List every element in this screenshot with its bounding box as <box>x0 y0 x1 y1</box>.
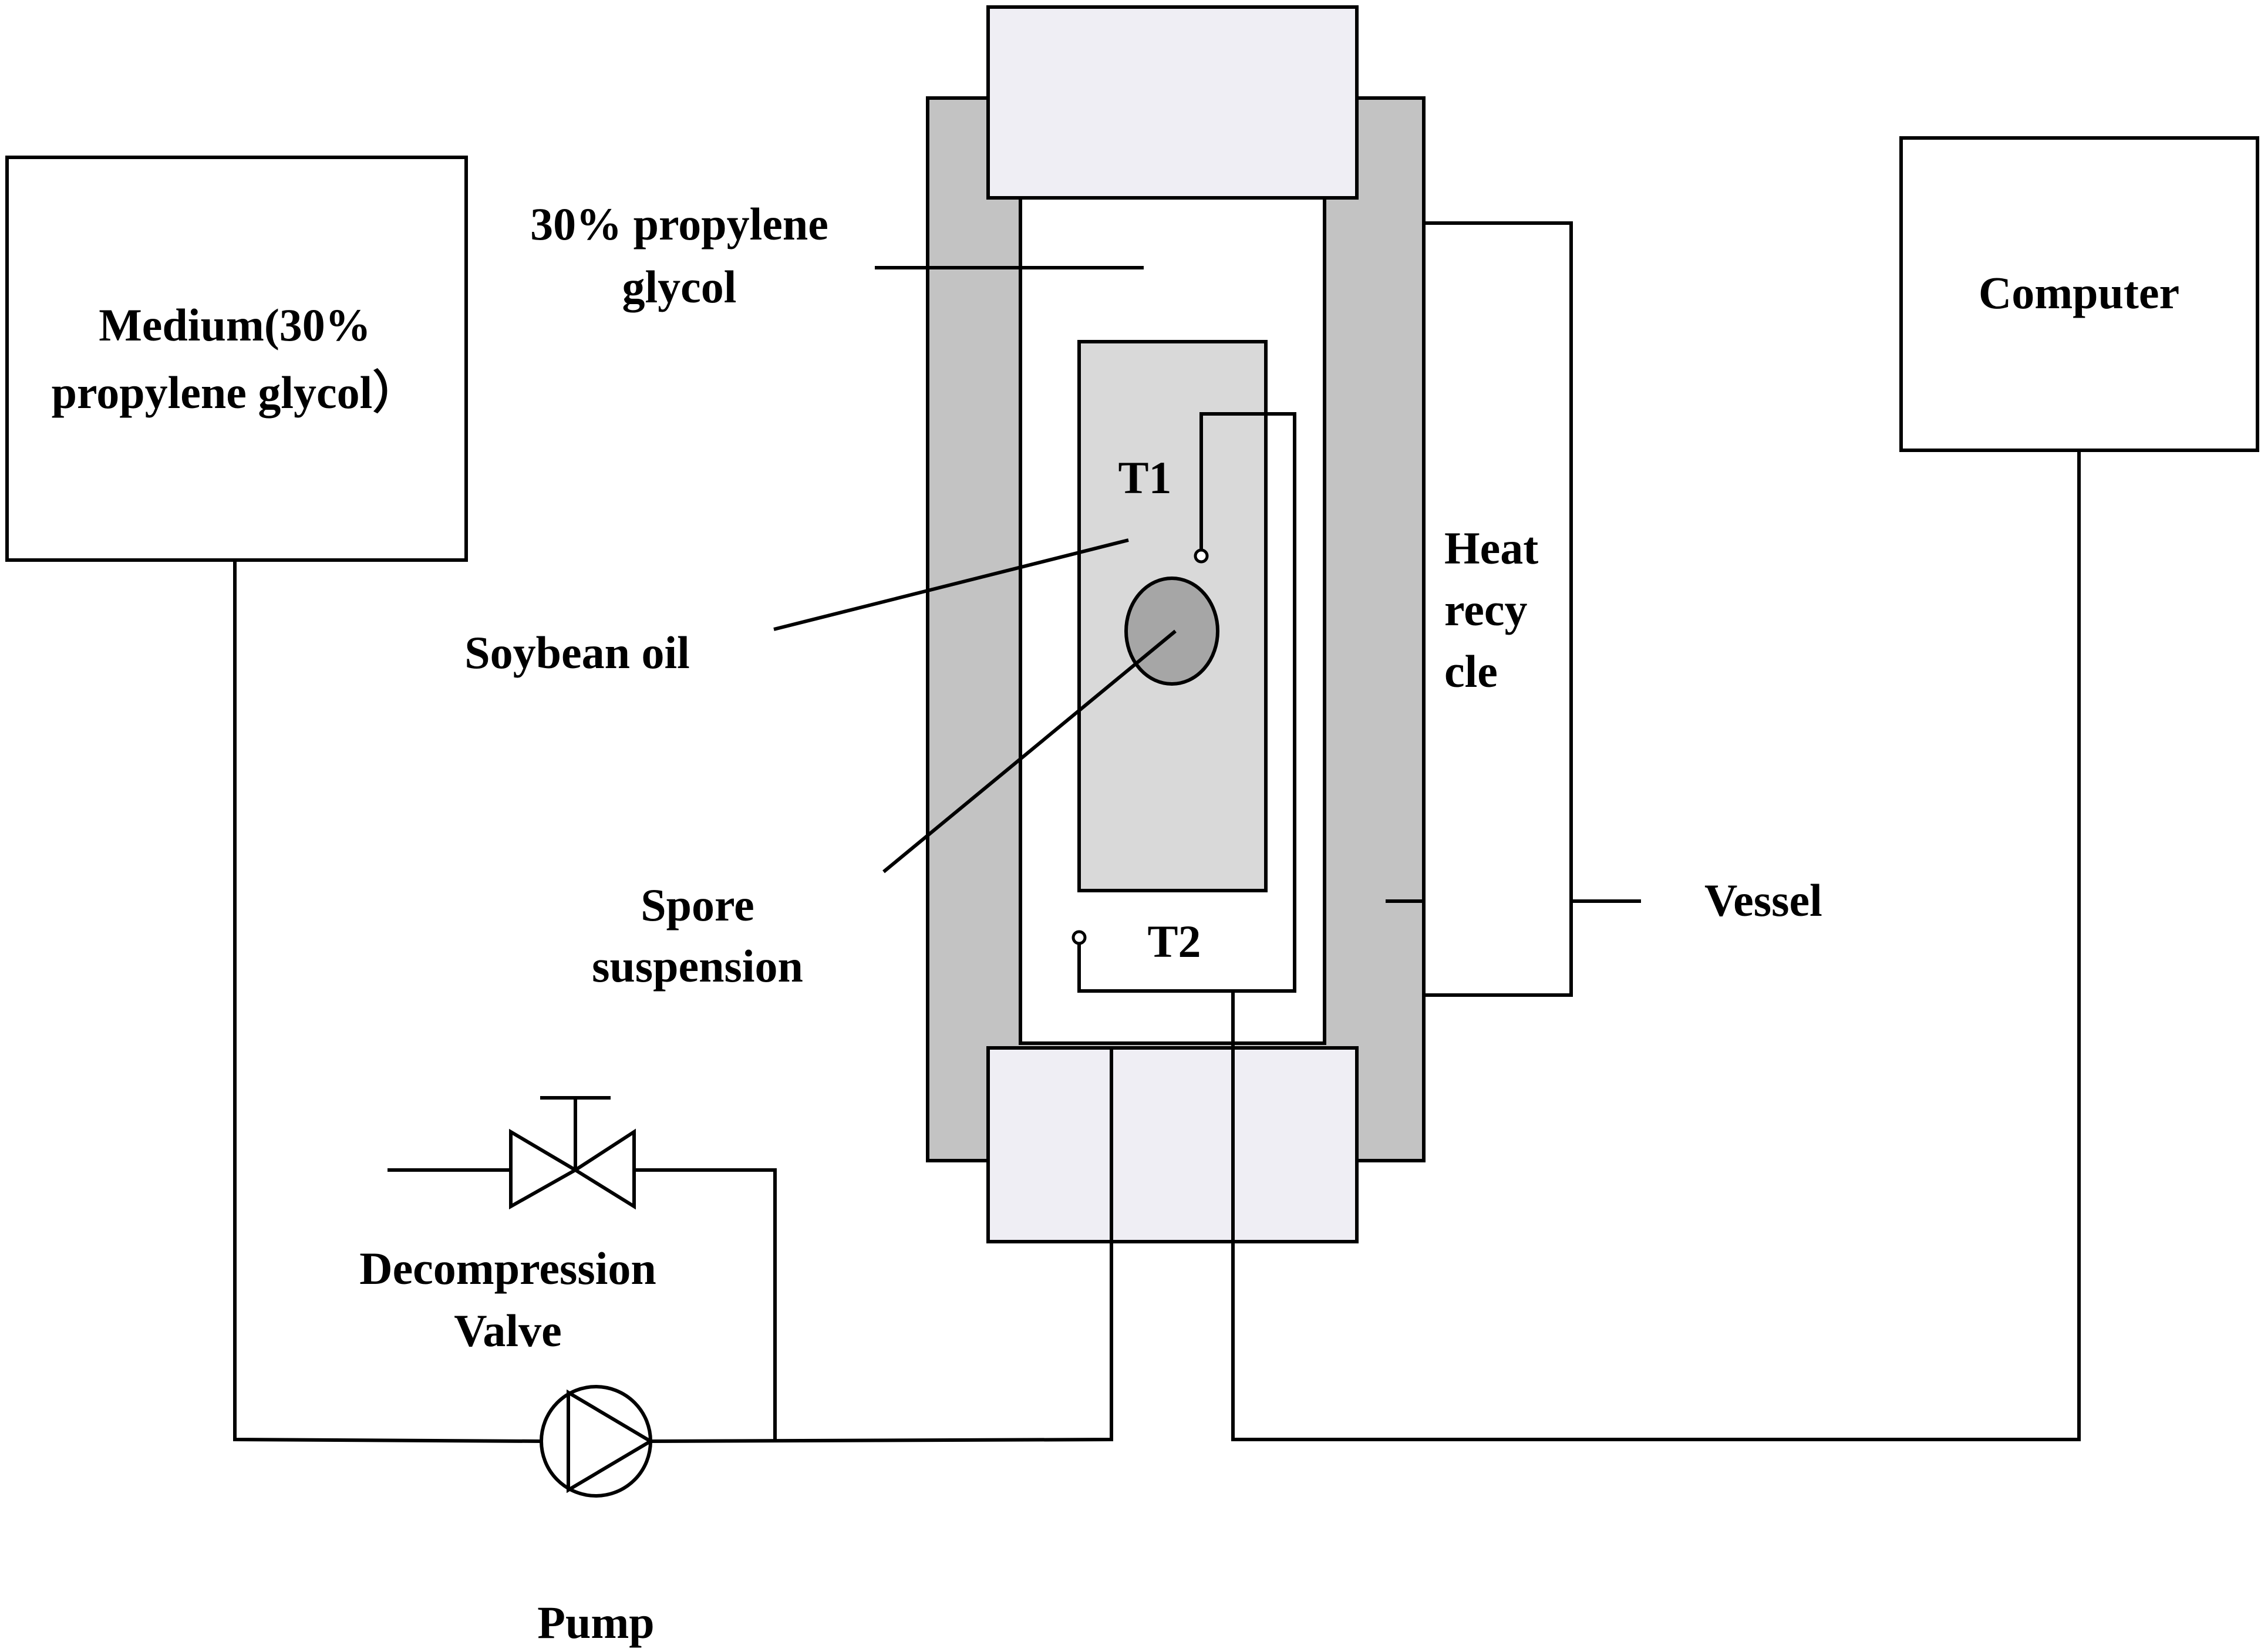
computer-box <box>1899 136 2259 452</box>
t2-sensor-tip <box>1071 930 1087 945</box>
computer-label: Computer <box>1979 267 2179 318</box>
spore-label-line2: suspension <box>592 940 803 992</box>
t1-label: T1 <box>1118 452 1171 503</box>
spore-label-line1: Spore <box>641 879 754 930</box>
vessel-bottom-cap <box>986 1046 1359 1243</box>
t1-sensor-tip <box>1194 548 1209 564</box>
heat-recycle-label-line2: recy <box>1444 584 1527 635</box>
sensor-to-computer-line <box>1231 450 2081 1441</box>
valve-return-line <box>634 1168 777 1441</box>
spore-leader-line <box>882 629 1177 874</box>
valve-label-line2: Valve <box>454 1305 561 1356</box>
pump-to-vessel-line <box>650 1048 1113 1443</box>
heat-recycle-label-line3: cle <box>1444 646 1498 697</box>
soybean-oil-label: Soybean oil <box>464 627 690 678</box>
vessel-label: Vessel <box>1704 875 1822 926</box>
spore-droplet <box>1124 576 1219 686</box>
medium-label-line1: Medium(30% <box>99 299 371 350</box>
heat-recycle-label-line1: Heat <box>1444 522 1538 574</box>
decompression-valve-icon <box>509 1096 636 1210</box>
medium-to-pump-line <box>233 560 542 1443</box>
vessel-top-cap <box>986 5 1359 200</box>
t2-label: T2 <box>1147 916 1201 967</box>
heat-recycle-loop <box>1424 221 1573 997</box>
t1-thermocouple-wire <box>1077 412 1296 993</box>
propylene-label-line1: 30% propylene <box>530 198 828 250</box>
soybean-oil-leader-line <box>773 538 1129 631</box>
pump-icon <box>540 1385 654 1498</box>
propylene-label-line2: glycol <box>622 261 737 312</box>
medium-label-line2: propylene glycol） <box>52 367 419 418</box>
pump-label: Pump <box>537 1597 654 1648</box>
valve-label-line1: Decompression <box>359 1243 656 1294</box>
medium-box <box>5 156 468 562</box>
